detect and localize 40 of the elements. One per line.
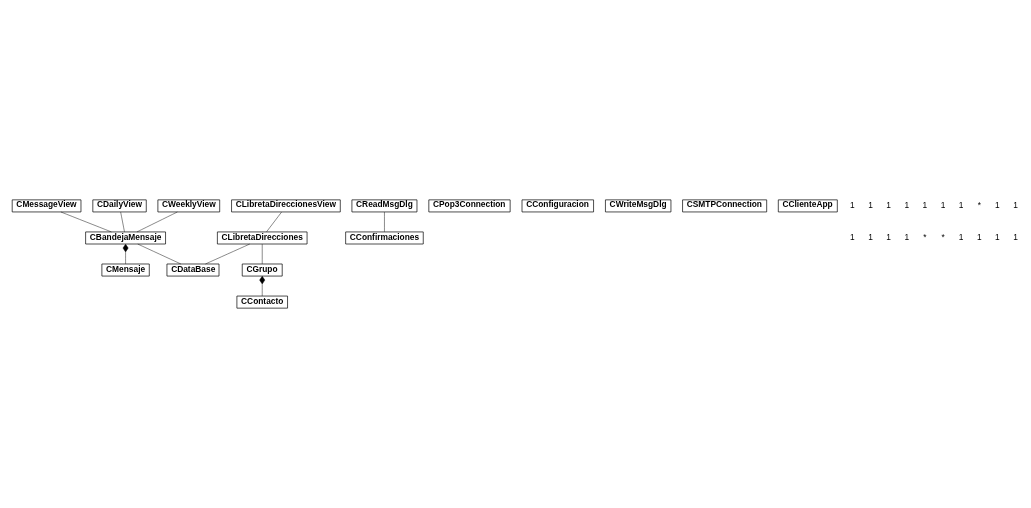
node-box: CWriteMsgDlg xyxy=(605,199,672,213)
connector xyxy=(60,211,112,233)
label: 1 xyxy=(976,232,982,243)
label: 1 xyxy=(868,232,873,243)
label: 1 xyxy=(958,199,964,210)
label: 1 xyxy=(850,199,855,210)
label: 1 xyxy=(850,232,855,243)
node-box: CLibretaDireccionesView xyxy=(231,199,341,213)
connector xyxy=(122,243,129,265)
connector xyxy=(259,275,266,297)
node-box: CClienteApp xyxy=(777,199,838,213)
node-box: CMensaje xyxy=(101,263,150,277)
node-box: CPop3Connection xyxy=(428,199,511,213)
label: 1 xyxy=(940,199,946,210)
node-box: CBandejaMensaje xyxy=(85,231,166,245)
node-box: CMessageView xyxy=(11,199,82,213)
node-box: CReadMsgDlg xyxy=(351,199,418,213)
node-box: CGrupo xyxy=(241,263,283,277)
label: 1 xyxy=(1013,199,1018,210)
label: 1 xyxy=(958,232,964,243)
label: 1 xyxy=(868,199,873,210)
node-box: CDataBase xyxy=(166,263,220,277)
label: 1 xyxy=(995,232,1000,243)
label: 1 xyxy=(886,232,892,243)
label: * xyxy=(977,199,981,210)
label: 1 xyxy=(904,199,910,210)
label: 1 xyxy=(886,199,892,210)
label: * xyxy=(923,232,927,243)
node-box: CConfirmaciones xyxy=(345,231,424,245)
node-box: CSMTPConnection xyxy=(682,199,768,213)
node-box: CConfiguracion xyxy=(521,199,594,213)
node-box: CDailyView xyxy=(92,199,147,213)
label: 1 xyxy=(904,232,910,243)
label: * xyxy=(941,232,945,243)
label: 1 xyxy=(995,199,1000,210)
node-box: CLibretaDirecciones xyxy=(217,231,308,245)
node-box: CWeeklyView xyxy=(157,199,221,213)
label: 1 xyxy=(1013,232,1018,243)
node-box: CContacto xyxy=(236,295,288,309)
label: 1 xyxy=(922,199,928,210)
